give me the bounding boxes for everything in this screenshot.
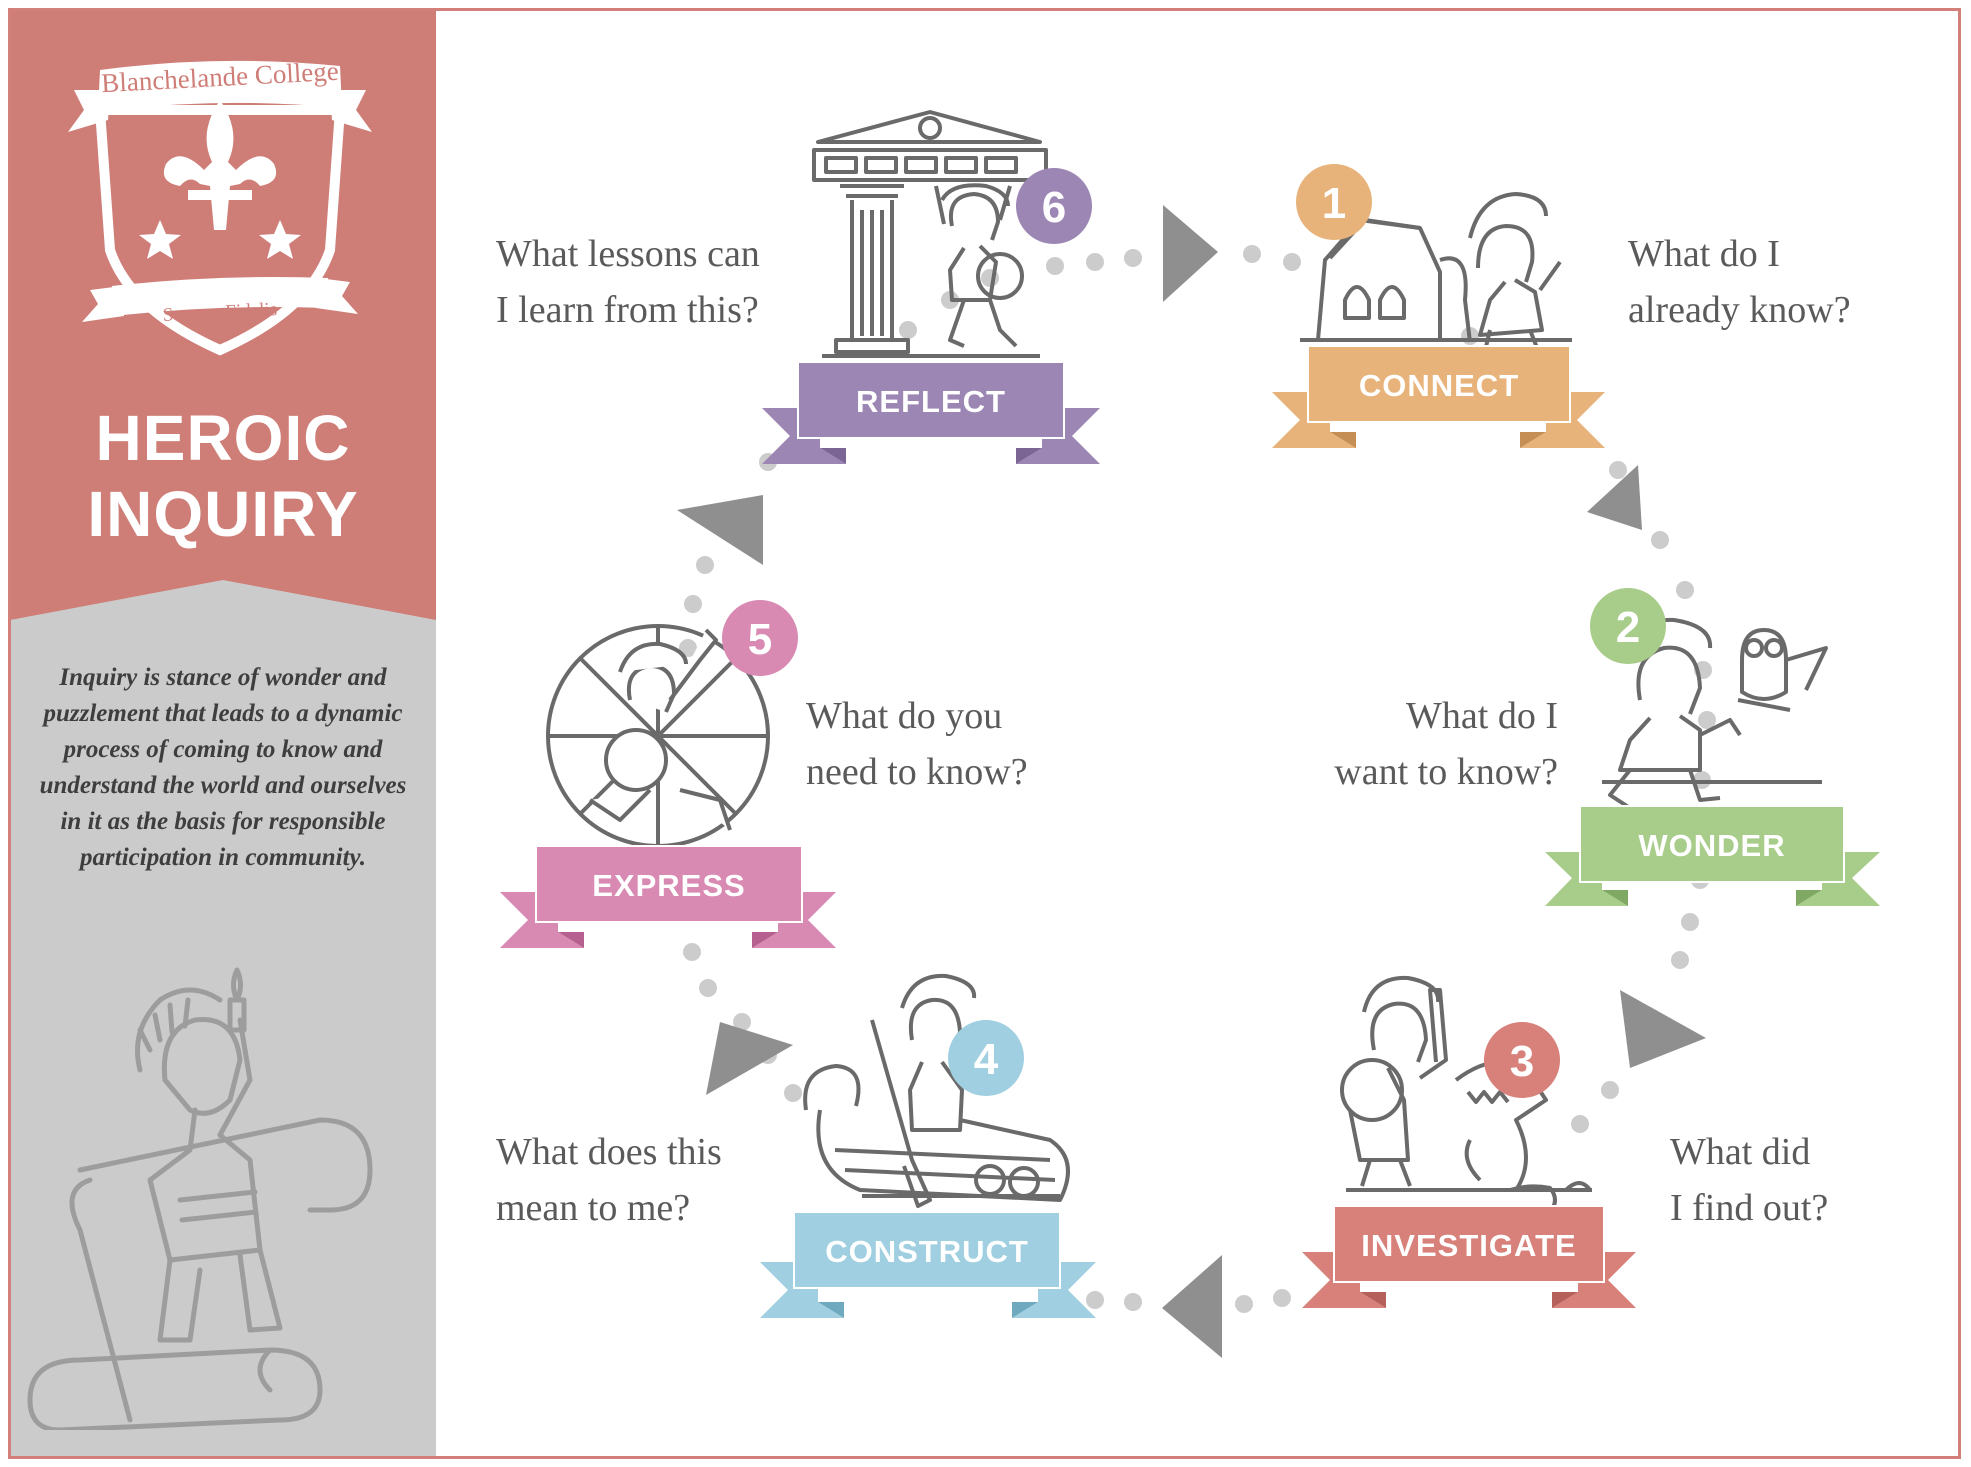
step-wonder-number: 2 [1616, 603, 1640, 652]
spartan-holding-temple-icon [812, 110, 1048, 358]
question-investigate: What did I find out? [1670, 1131, 1829, 1229]
page-border [8, 8, 1961, 1459]
college-crest-icon [68, 60, 372, 356]
step-connect: CONNECT 1 [1272, 164, 1605, 448]
arrow-connect-to-wonder [1587, 465, 1642, 530]
cycle-dotted-path [679, 245, 1716, 1313]
title-line-2: INQUIRY [87, 478, 359, 550]
step-reflect-number: 6 [1042, 183, 1066, 232]
step-connect-label: CONNECT [1359, 368, 1519, 403]
arrow-wonder-to-investigate [1620, 990, 1706, 1068]
step-express: EXPRESS 5 [500, 600, 836, 948]
spartan-with-owl-icon [1602, 617, 1828, 810]
question-construct: What does this mean to me? [496, 1131, 722, 1229]
step-reflect: REFLECT 6 [762, 110, 1100, 464]
title-line-1: HEROIC [95, 402, 351, 474]
step-wonder-label: WONDER [1638, 828, 1785, 863]
spartan-with-scroll-icon [27, 967, 373, 1430]
step-wonder: WONDER 2 [1545, 588, 1880, 906]
inquiry-definition: Inquiry is stance of wonder and puzzleme… [39, 664, 407, 871]
step-reflect-label: REFLECT [856, 384, 1006, 419]
step-express-label: EXPRESS [592, 868, 745, 903]
spartan-in-boat-icon [803, 973, 1070, 1208]
question-reflect: What lessons can I learn from this? [496, 233, 760, 331]
step-construct: CONSTRUCT 4 [760, 973, 1096, 1318]
spartan-and-serpent-icon [1340, 975, 1592, 1214]
arrow-reflect-to-connect [1163, 205, 1218, 302]
step-express-number: 5 [748, 615, 772, 664]
question-wonder: What do I want to know? [1334, 695, 1558, 793]
step-construct-number: 4 [974, 1035, 999, 1084]
question-express: What do you need to know? [806, 695, 1028, 793]
arrow-construct-to-express [706, 1022, 793, 1095]
step-connect-number: 1 [1322, 179, 1346, 228]
arrow-investigate-to-construct [1162, 1255, 1222, 1358]
spartan-in-wheel-icon [546, 624, 770, 848]
arrow-express-to-reflect [677, 495, 763, 565]
step-investigate-number: 3 [1510, 1037, 1534, 1086]
sidebar-info-panel [10, 580, 436, 1457]
step-investigate: INVESTIGATE 3 [1302, 975, 1636, 1308]
question-connect: What do I already know? [1628, 233, 1851, 331]
step-investigate-label: INVESTIGATE [1361, 1228, 1576, 1263]
cycle-arrows [677, 205, 1706, 1358]
page-title: HEROIC INQUIRY [10, 400, 436, 552]
step-construct-label: CONSTRUCT [825, 1234, 1029, 1269]
